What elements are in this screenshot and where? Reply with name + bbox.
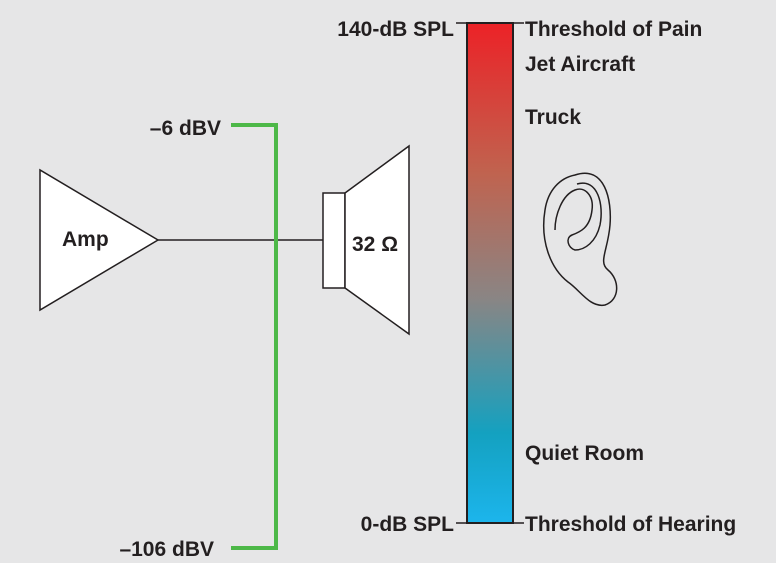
spl-bottom-label: 0-dB SPL <box>360 513 454 536</box>
level-threshold-of-pain: Threshold of Pain <box>525 18 703 41</box>
level-truck: Truck <box>525 106 582 129</box>
speaker-impedance: 32 Ω <box>352 233 399 256</box>
speaker-magnet <box>322 192 346 289</box>
spl-gradient-bar <box>466 22 514 524</box>
speaker-cone <box>344 144 410 336</box>
level-jet-aircraft: Jet Aircraft <box>525 53 636 76</box>
amp-triangle <box>39 168 160 312</box>
level-threshold-of-hearing: Threshold of Hearing <box>525 513 737 536</box>
voltage-range-bracket <box>231 123 278 550</box>
level-quiet-room: Quiet Room <box>525 442 644 465</box>
spl-top-label: 140-dB SPL <box>337 18 454 41</box>
voltage-top-label: –6 dBV <box>149 117 221 140</box>
amp-label: Amp <box>62 228 109 251</box>
ear-icon <box>542 172 618 306</box>
voltage-bottom-label: –106 dBV <box>119 538 214 561</box>
